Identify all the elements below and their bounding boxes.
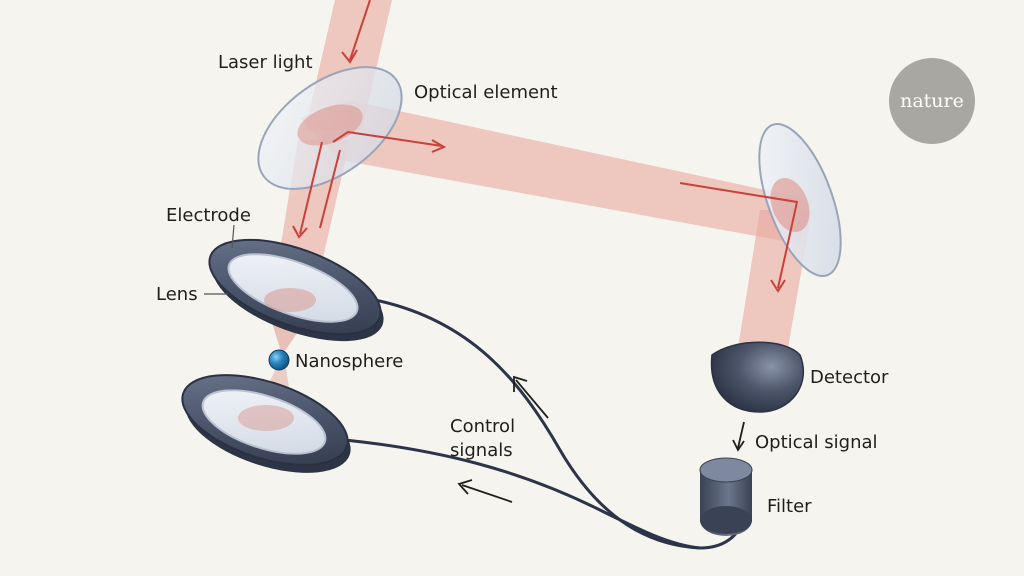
electrode-leader xyxy=(231,224,235,249)
control-cable-lower xyxy=(344,438,701,550)
label-signals: signals xyxy=(450,440,513,461)
optical-signal-arrow-head xyxy=(732,439,745,452)
optical-element-beam-spot xyxy=(297,104,363,146)
label-electrode: Electrode xyxy=(166,205,251,226)
control-arrow-upper xyxy=(515,379,549,419)
label-optical-signal: Optical signal xyxy=(755,432,878,453)
beam-arrow-down-inner xyxy=(319,149,341,229)
beam-arrow-detector xyxy=(679,182,799,289)
label-nanosphere: Nanosphere xyxy=(295,351,403,372)
beam-arrow-detector-head xyxy=(770,279,786,293)
label-control: Control xyxy=(450,416,515,437)
beam-arrows xyxy=(292,0,799,293)
beam-arrow-incoming-head xyxy=(341,49,358,64)
upper-electrode xyxy=(208,238,384,342)
beam-arrow-split-head xyxy=(431,139,447,153)
label-lens: Lens xyxy=(156,284,198,305)
filter xyxy=(699,457,753,536)
nature-logo-badge xyxy=(889,58,975,144)
beam-arrow-incoming xyxy=(349,0,371,61)
control-arrow-upper-head xyxy=(513,375,528,392)
nature-logo: nature xyxy=(889,58,975,144)
lower-electrode xyxy=(181,374,351,473)
signal-arrows xyxy=(457,375,745,503)
nanosphere xyxy=(268,349,290,371)
control-arrow-lower-head xyxy=(457,479,473,495)
control-arrow-lower xyxy=(461,484,513,503)
beam-arrow-down-outer xyxy=(299,141,323,235)
label-filter: Filter xyxy=(767,496,812,517)
horizontal-laser-beam xyxy=(300,100,812,244)
label-detector: Detector xyxy=(810,367,889,388)
right-mirror-beam-spot xyxy=(770,177,810,233)
detector xyxy=(710,341,805,413)
label-laser-light: Laser light xyxy=(218,52,313,73)
control-cable-upper xyxy=(374,298,744,550)
beam-arrow-split xyxy=(332,130,443,147)
nature-logo-text: nature xyxy=(900,90,964,112)
optical-signal-arrow xyxy=(737,421,745,449)
beam-arrow-down-outer-head xyxy=(292,225,308,239)
upper-lens xyxy=(227,253,359,323)
label-optical-element: Optical element xyxy=(414,82,558,103)
